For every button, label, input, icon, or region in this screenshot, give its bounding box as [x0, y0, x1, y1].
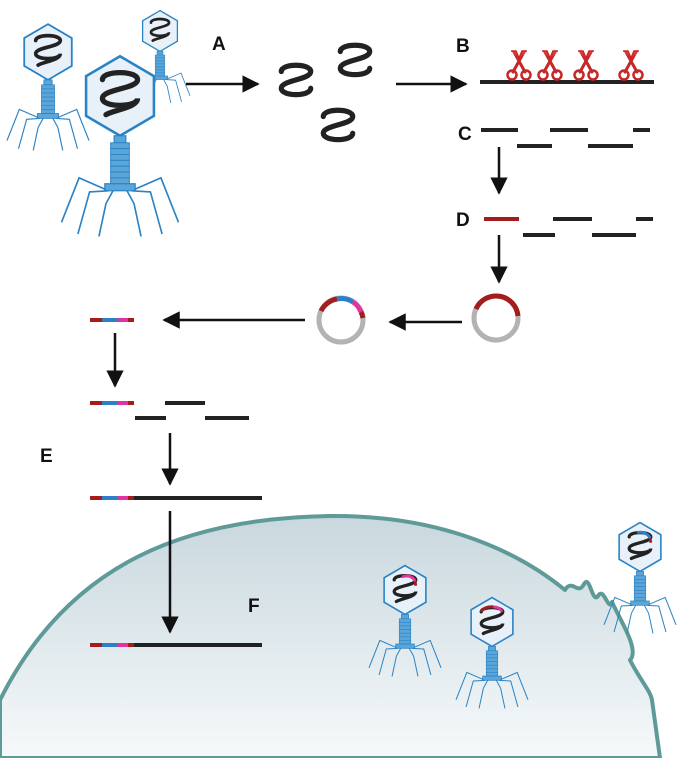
- phage-icon-cell-2: [454, 595, 530, 711]
- phage-icon-large: [61, 56, 178, 236]
- label-a: A: [212, 34, 226, 55]
- dna-fragments-c: [481, 128, 650, 148]
- phage-icon-cell-1: [367, 563, 443, 679]
- phage-icon-cell-3: [602, 520, 678, 636]
- plasmid-icon-insert: [471, 293, 521, 343]
- extracted-dna-icon: [281, 45, 369, 139]
- plasmid-icon-fusion: [316, 295, 366, 345]
- fusion-construct-2: [90, 401, 249, 420]
- dna-fragments-d: [484, 217, 653, 237]
- host-cell: [0, 513, 662, 758]
- label-e: E: [40, 446, 53, 467]
- label-b: B: [456, 36, 470, 57]
- scissors-icon-4: [618, 49, 644, 81]
- scissors-icon-3: [573, 49, 599, 81]
- label-d: D: [456, 210, 470, 231]
- label-c: C: [458, 124, 472, 145]
- phage-icon-small-left: [5, 22, 91, 153]
- scissors-icon-1: [506, 49, 532, 81]
- scissors-icon-2: [537, 49, 563, 81]
- label-f: F: [248, 596, 260, 617]
